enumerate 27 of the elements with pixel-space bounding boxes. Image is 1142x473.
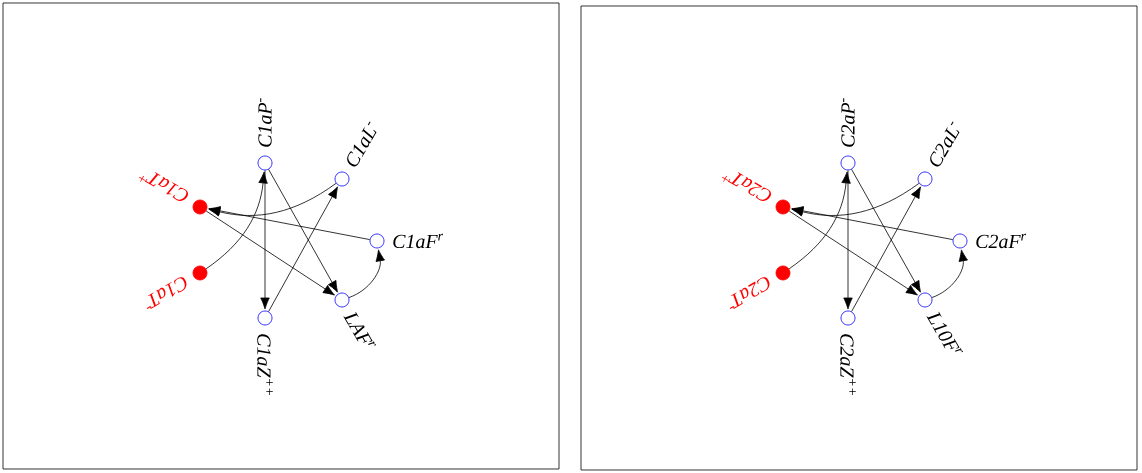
panel-frame — [580, 5, 1138, 471]
node-label: C2aP$^{-}$ — [841, 98, 855, 147]
node-label: C1aF$^{r}$ — [393, 233, 444, 249]
arrow — [788, 171, 851, 270]
node-label: C2aF$^{r}$ — [976, 233, 1027, 249]
arrow — [851, 186, 922, 312]
arrow — [348, 249, 385, 298]
node-label: C2aZ$^{++}$ — [840, 334, 856, 395]
arrow — [788, 210, 918, 296]
arrow — [268, 169, 338, 293]
arrow — [260, 170, 270, 310]
arrow — [851, 169, 921, 293]
arrow — [843, 170, 853, 310]
panel-frame — [2, 2, 560, 470]
node-label: C1aZ$^{++}$ — [257, 334, 273, 395]
arrow — [931, 249, 968, 298]
node-label: C1aT$^{+}$ — [139, 172, 188, 201]
arrow — [205, 171, 268, 270]
node-label: C1aP$^{-}$ — [258, 98, 272, 147]
node-label: C2aT$^{-}$ — [729, 277, 770, 309]
node-label: C2aT$^{+}$ — [722, 172, 771, 201]
node-label: LAF$^{r}$ — [343, 311, 377, 346]
arrow — [205, 210, 335, 296]
arrow — [268, 186, 339, 312]
arrow — [208, 182, 337, 217]
node-label: C1aT$^{-}$ — [146, 277, 187, 309]
arrow — [791, 182, 920, 217]
